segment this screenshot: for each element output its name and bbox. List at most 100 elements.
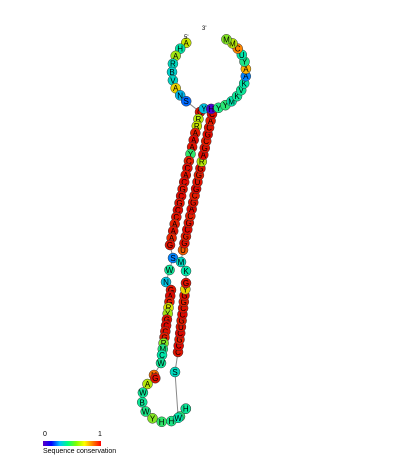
nucleotide-letter: A	[183, 171, 189, 180]
nucleotide-letter: C	[173, 213, 179, 222]
nucleotide-letter: C	[176, 342, 182, 351]
nucleotide: H	[180, 403, 192, 414]
nucleotide-circle	[180, 403, 192, 414]
nucleotide: W	[164, 264, 175, 276]
nucleotide-letter: G	[161, 333, 167, 342]
five-prime-label: 5'	[184, 35, 188, 41]
nucleotide-circle	[175, 256, 187, 268]
nucleotide-letter: C	[175, 348, 181, 357]
legend-max-label: 1	[98, 431, 102, 438]
nucleotide-letter: V	[170, 76, 176, 85]
nucleotide: K	[180, 265, 192, 277]
nucleotide-circle	[136, 397, 148, 408]
nucleotide-circle	[180, 277, 192, 289]
nucleotide-letter: Y	[201, 105, 207, 114]
nucleotide-letter: W	[139, 389, 147, 398]
nucleotide-circle	[147, 413, 158, 424]
nucleotide-letter: C	[206, 124, 212, 133]
nucleotide: W	[172, 412, 184, 424]
nucleotide: B	[136, 397, 148, 408]
nucleotide-letter: A	[193, 129, 199, 138]
nucleotide-letter: C	[185, 164, 191, 173]
nucleotide-letter: S	[172, 368, 177, 377]
nucleotide-letter: G	[183, 279, 189, 288]
nucleotide-letter: G	[205, 130, 211, 139]
nucleotide-circle	[221, 34, 232, 45]
nucleotide-letter: C	[235, 45, 241, 54]
nucleotide-letter: R	[170, 60, 176, 69]
nucleotide-letter: C	[181, 178, 187, 187]
nucleotide-letter: C	[187, 212, 193, 221]
nucleotide-letter: Y	[216, 104, 222, 113]
nucleotide-letter: W	[174, 414, 182, 423]
nucleotide: S	[169, 366, 181, 378]
nucleotide-letter: C	[177, 329, 183, 338]
conservation-legend: 0 1 Sequence conservation	[43, 431, 133, 455]
nucleotide-letter: A	[172, 220, 178, 229]
nucleotide-circle	[164, 239, 176, 251]
nucleotide-letter: C	[186, 157, 192, 166]
nucleotide-letter: W	[166, 266, 174, 275]
nucleotide-letter: W	[157, 359, 165, 368]
nucleotide-circle	[160, 276, 172, 288]
nucleotide-circle	[164, 264, 175, 276]
nucleotide-letter: A	[243, 72, 249, 81]
nucleotide-letter: U	[195, 178, 201, 187]
nucleotide-letter: A	[168, 292, 174, 301]
nucleotide-letter: H	[169, 417, 175, 426]
nucleotide-letter: W	[142, 408, 150, 417]
nucleotide-letter: R	[199, 158, 205, 167]
nucleotide-letter: H	[177, 45, 183, 54]
nucleotide-letter: M	[229, 39, 236, 48]
nucleotide-letter: A	[145, 380, 151, 389]
nucleotide-letter: G	[193, 185, 199, 194]
nucleotide-letter: U	[239, 51, 245, 60]
nucleotide-circle	[150, 372, 161, 384]
nucleotide-letter: A	[189, 143, 195, 152]
nucleotide-circle	[142, 378, 153, 390]
legend-color-scale	[43, 441, 101, 446]
nucleotide-letter: C	[192, 192, 198, 201]
nucleotide-letter: G	[202, 144, 208, 153]
nucleotide-letter: G	[186, 219, 192, 228]
nucleotide-letter: K	[234, 92, 240, 101]
nucleotide-letter: G	[152, 374, 158, 383]
three-prime-label: 3'	[202, 26, 206, 32]
nucleotide-letter: R	[196, 115, 202, 124]
nucleotide-letter: C	[178, 192, 184, 201]
nucleotide-letter: M	[178, 258, 185, 267]
nucleotide-letter: C	[180, 310, 186, 319]
nucleotide-letter: G	[166, 298, 172, 307]
nucleotide-letter: S	[170, 254, 175, 263]
nucleotide-letter: G	[168, 286, 174, 295]
nucleotide-letter: A	[191, 136, 197, 145]
nucleotide: W	[155, 357, 167, 369]
nucleotide-letter: C	[159, 351, 165, 360]
nucleotide-circle	[140, 406, 151, 417]
nucleotide-letter: A	[189, 205, 195, 214]
nucleotide-letter: U	[180, 246, 186, 255]
nucleotide-letter: Y	[223, 101, 229, 110]
nucleotide-letter: Y	[150, 414, 156, 423]
nucleotide-letter: A	[171, 227, 177, 236]
nucleotide-letter: G	[176, 336, 182, 345]
nucleotide-letter: Y	[188, 150, 194, 159]
nucleotide: W	[137, 387, 149, 398]
nucleotide: G	[164, 239, 176, 251]
legend-title: Sequence conservation	[43, 448, 117, 455]
nucleotide-circle	[180, 265, 192, 277]
nucleotide-letter: V	[239, 86, 245, 95]
nucleotide-letter: G	[181, 298, 187, 307]
nucleotide: Y	[147, 413, 158, 424]
nucleotide-letter: G	[196, 171, 202, 180]
nucleotide-letter: A	[173, 52, 179, 61]
nucleotide-letter: G	[167, 241, 173, 250]
nucleotide-letter: A	[184, 39, 190, 48]
legend-min-label: 0	[43, 431, 47, 438]
nucleotide-circle	[169, 366, 181, 378]
nucleotide-letter: B	[169, 68, 174, 77]
nucleotide-letter: A	[201, 151, 207, 160]
nucleotide: A	[170, 50, 181, 62]
nucleotide-circle	[155, 357, 167, 369]
